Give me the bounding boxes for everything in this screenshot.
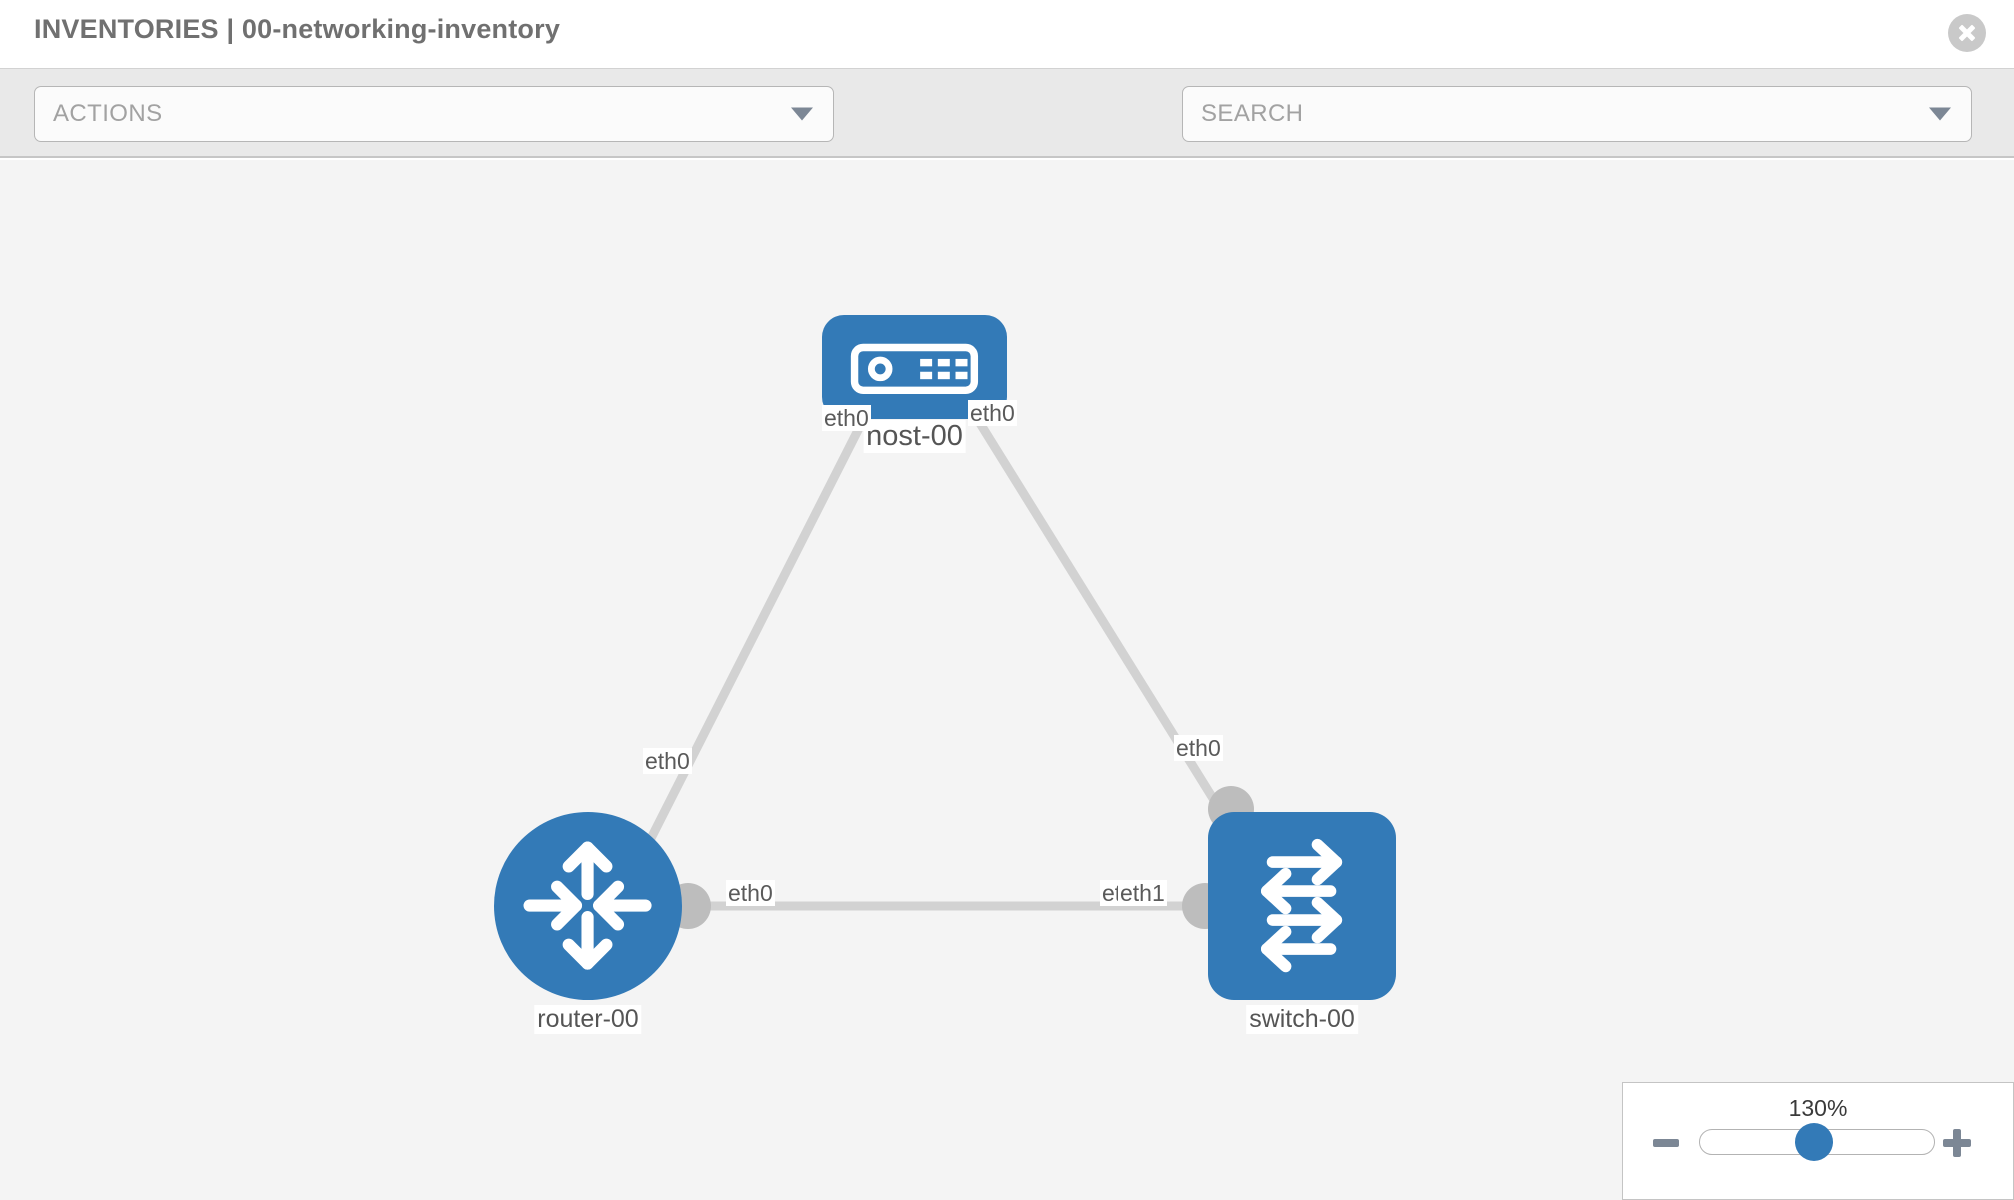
plus-icon[interactable] xyxy=(1943,1129,1971,1157)
topology-links xyxy=(635,372,1249,911)
minus-icon[interactable] xyxy=(1653,1139,1679,1147)
topology-node-router-00[interactable]: router-00 xyxy=(494,812,682,1042)
edge-label-host-left: eth0 xyxy=(822,405,871,432)
chevron-down-icon xyxy=(1929,107,1951,121)
toolbar: ACTIONS SEARCH xyxy=(0,68,2014,199)
switch-node-shape[interactable] xyxy=(1208,812,1396,1000)
host-node-label: host-00 xyxy=(863,420,966,454)
topology-canvas[interactable]: host-00 router-00 xyxy=(0,160,2014,1200)
page-title: INVENTORIES | 00-networking-inventory xyxy=(34,14,561,44)
router-arrows-icon xyxy=(523,841,653,971)
chevron-down-icon xyxy=(791,107,813,121)
edge-label-switch-left: eth1 xyxy=(1118,880,1167,907)
search-placeholder: SEARCH xyxy=(1201,100,1304,127)
edge-label-router-right: eth0 xyxy=(726,880,775,907)
router-node-shape[interactable] xyxy=(494,812,682,1000)
close-icon[interactable] xyxy=(1948,14,1986,52)
zoom-control: 130% xyxy=(1622,1082,2014,1200)
switch-arrows-icon xyxy=(1261,839,1343,973)
server-icon xyxy=(850,343,979,394)
router-node-label: router-00 xyxy=(534,1005,642,1034)
switch-node-label: switch-00 xyxy=(1246,1005,1358,1034)
zoom-level-value: 130% xyxy=(1788,1095,1848,1121)
edge-label-router-upper: eth0 xyxy=(643,748,692,775)
topology-node-host-00[interactable]: host-00 xyxy=(822,315,1007,515)
title-bar: INVENTORIES | 00-networking-inventory xyxy=(0,0,2014,68)
actions-dropdown[interactable]: ACTIONS xyxy=(34,86,834,142)
search-input[interactable]: SEARCH xyxy=(1182,86,1972,142)
edge-label-switch-upper: eth0 xyxy=(1174,735,1223,762)
host-node-shape[interactable] xyxy=(822,315,1007,419)
zoom-slider-thumb[interactable] xyxy=(1795,1123,1833,1161)
edge-label-host-right: eth0 xyxy=(968,400,1017,427)
actions-dropdown-label: ACTIONS xyxy=(53,100,163,127)
topology-node-switch-00[interactable]: switch-00 xyxy=(1208,812,1396,1042)
